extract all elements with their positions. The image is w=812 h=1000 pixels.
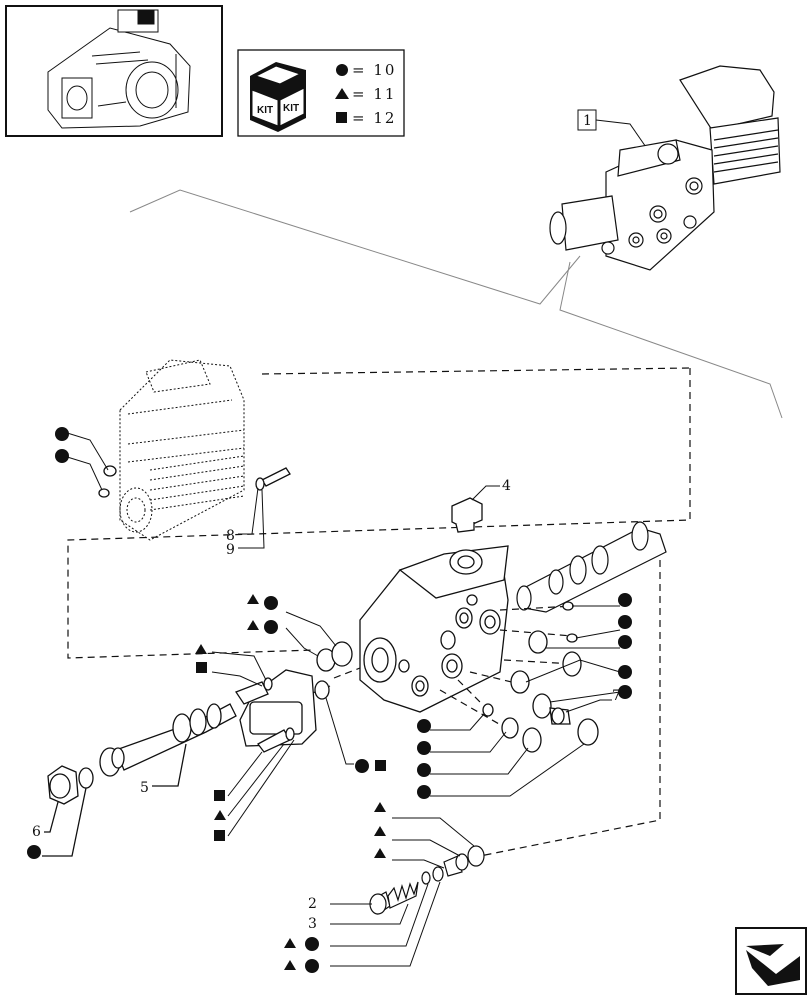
circle-symbol-icon <box>618 635 632 649</box>
right-seal-set <box>482 601 599 753</box>
square-symbol-icon <box>196 662 207 673</box>
triangle-symbol-icon <box>214 810 226 820</box>
circle-symbol-icon <box>27 845 41 859</box>
thumbnail-box <box>5 5 223 137</box>
callout-6: 6 <box>32 824 41 840</box>
cap-6 <box>42 765 94 857</box>
dashed-envelope-top <box>67 368 691 659</box>
kit-label-right: KIT <box>283 103 299 114</box>
square-symbol-icon <box>336 112 347 123</box>
kit-label-left: KIT <box>257 105 273 116</box>
triangle-symbol-icon <box>374 802 386 812</box>
leader-upper-left <box>63 431 109 471</box>
callout-2: 2 <box>308 896 317 912</box>
leader-to-exploded-view <box>129 189 581 305</box>
circle-symbol-icon <box>55 427 69 441</box>
valve-body <box>359 545 509 713</box>
leader-to-right-view <box>559 261 783 419</box>
square-symbol-icon <box>214 830 225 841</box>
o-ring-lower-left <box>98 488 110 498</box>
arrow-icon <box>746 950 800 986</box>
circle-symbol-icon <box>264 620 278 634</box>
left-seal-set <box>247 594 386 773</box>
cover-leaders <box>195 644 295 841</box>
circle-symbol-icon <box>305 937 319 951</box>
triangle-symbol-icon <box>284 938 296 948</box>
right-leaders: 7 <box>430 605 621 797</box>
circle-symbol-icon <box>618 685 632 699</box>
callout-3: 3 <box>308 916 317 932</box>
circle-symbol-icon <box>618 665 632 679</box>
leader-lower-left <box>63 455 103 491</box>
kit-box-icon: KIT KIT <box>250 62 306 132</box>
piston-5 <box>99 703 237 787</box>
cover-plate <box>235 669 317 753</box>
triangle-symbol-icon <box>195 644 207 654</box>
screw-and-washer: 8 9 <box>226 467 291 558</box>
legend-circle-text: = 10 <box>352 61 396 79</box>
assembled-valve-image <box>549 65 781 271</box>
circle-symbol-icon <box>55 449 69 463</box>
reference-1: 1 <box>577 109 649 151</box>
navigation-arrow-button[interactable] <box>735 927 807 995</box>
circle-symbol-icon <box>264 596 278 610</box>
triangle-symbol-icon <box>335 88 349 99</box>
triangle-symbol-icon <box>374 826 386 836</box>
triangle-symbol-icon <box>247 594 259 604</box>
bottom-spring-set <box>369 845 485 915</box>
triangle-symbol-icon <box>374 848 386 858</box>
circle-symbol-icon <box>417 719 431 733</box>
dashed-envelope-edge <box>261 367 691 375</box>
dashed-envelope-right <box>479 560 661 857</box>
kit-legend: KIT KIT = 10 = 11 = 12 <box>237 49 405 137</box>
right-symbol-markers <box>417 593 632 799</box>
callout-8: 8 <box>226 528 235 544</box>
triangle-symbol-icon <box>284 960 296 970</box>
ref-box-number: 1 <box>583 113 592 129</box>
callout-7: 7 <box>612 688 621 704</box>
square-symbol-icon <box>214 790 225 801</box>
bottom-leaders: 2 3 <box>284 802 475 973</box>
circle-symbol-icon <box>355 759 369 773</box>
o-ring-upper-left <box>103 465 117 477</box>
callout-5: 5 <box>140 780 149 796</box>
legend-square-text: = 12 <box>352 109 396 127</box>
spool <box>516 521 667 613</box>
circle-symbol-icon <box>336 64 348 76</box>
callout-9: 9 <box>226 542 235 558</box>
circle-symbol-icon <box>305 959 319 973</box>
plug-4: 4 <box>451 478 511 533</box>
circle-symbol-icon <box>618 593 632 607</box>
housing-thumbnail-image <box>47 9 191 129</box>
circle-symbol-icon <box>417 763 431 777</box>
circle-symbol-icon <box>417 741 431 755</box>
legend-triangle-text: = 11 <box>352 85 396 103</box>
triangle-symbol-icon <box>247 620 259 630</box>
phantom-solenoid-body <box>119 359 245 541</box>
circle-symbol-icon <box>618 615 632 629</box>
square-symbol-icon <box>375 760 386 771</box>
circle-symbol-icon <box>417 785 431 799</box>
callout-4: 4 <box>502 478 511 494</box>
